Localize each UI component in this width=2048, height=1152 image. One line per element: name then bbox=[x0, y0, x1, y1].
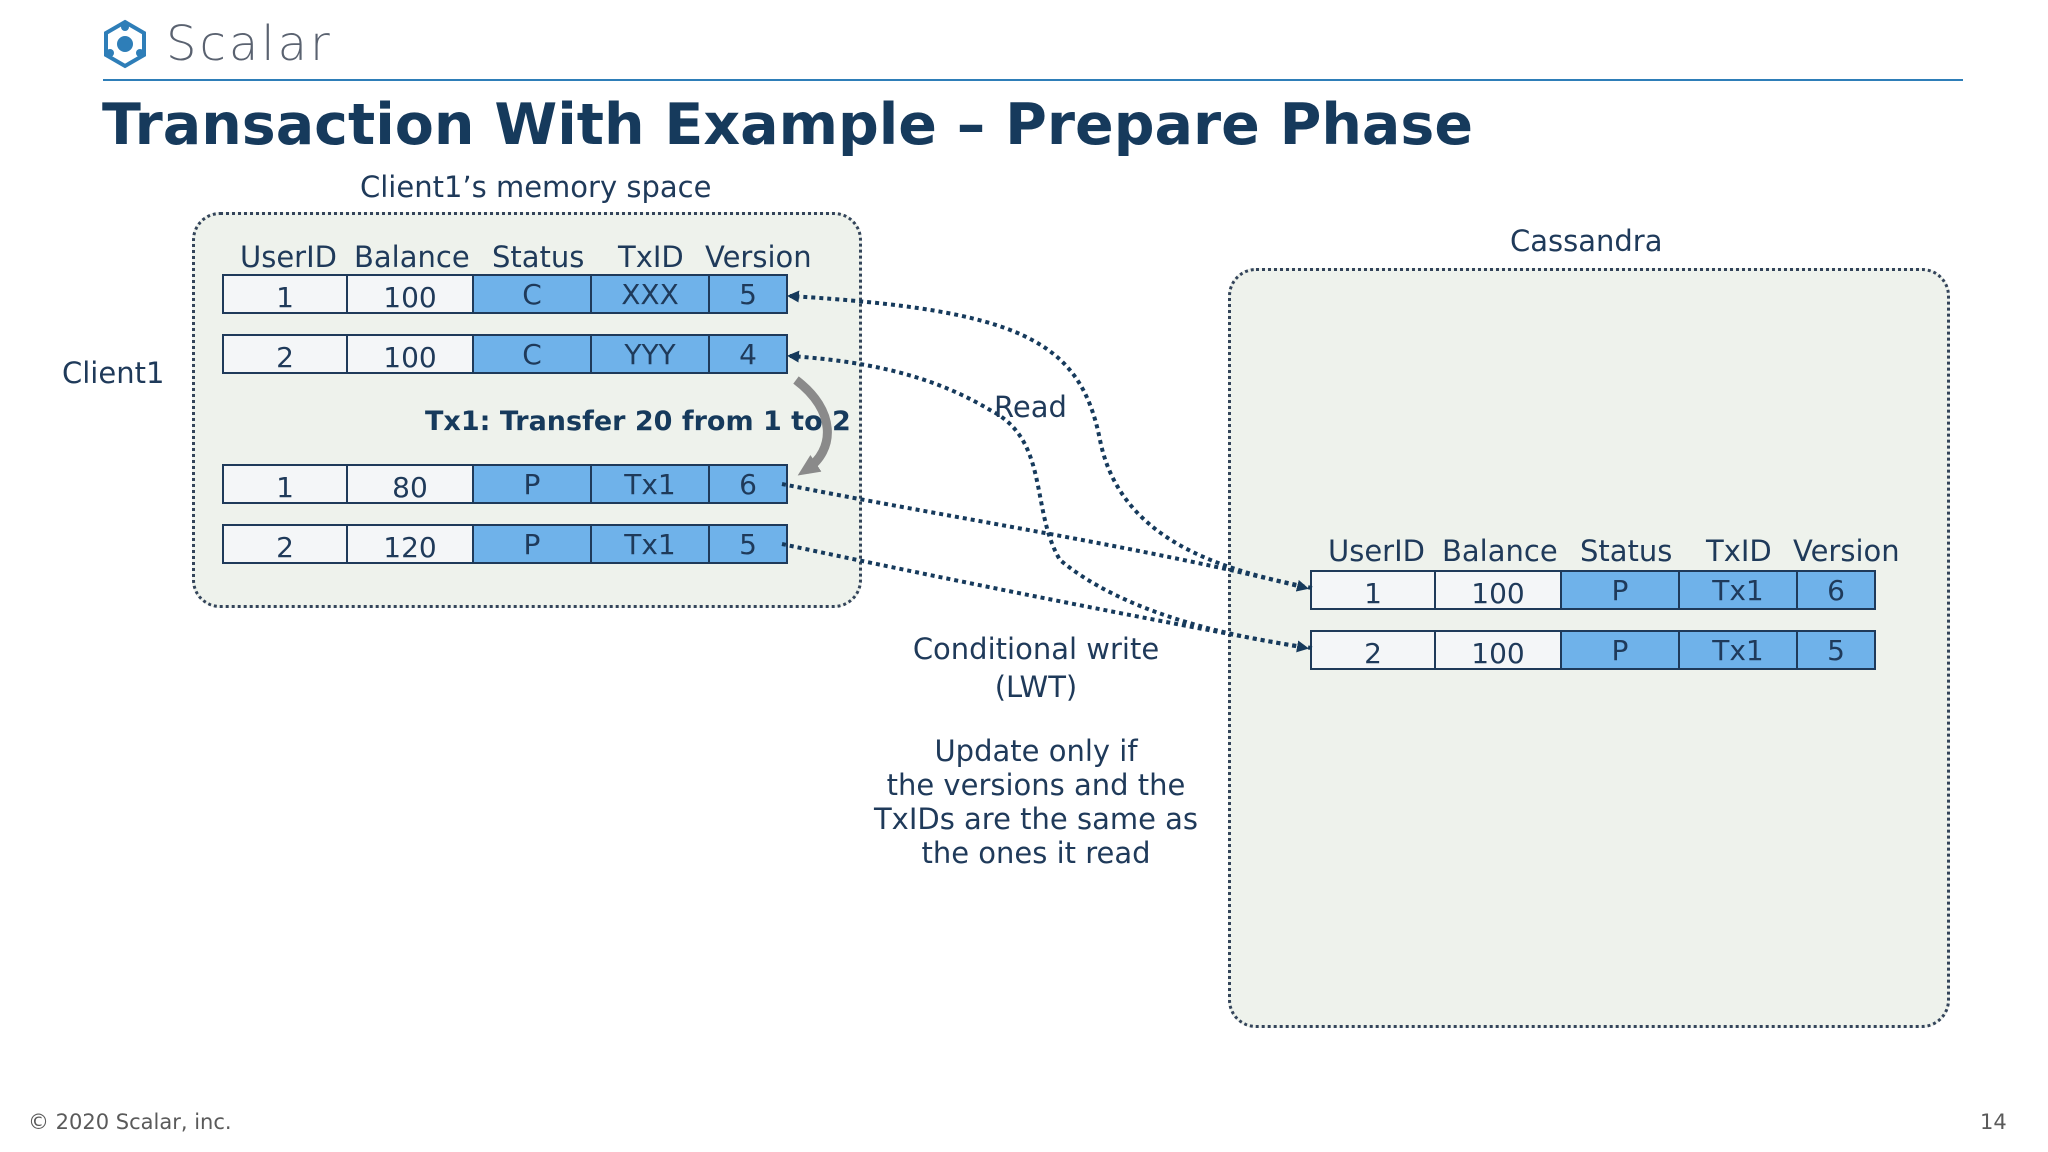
cell-userid: 2 bbox=[222, 334, 348, 374]
update-note-line: the ones it read bbox=[921, 836, 1151, 870]
transform-arrow bbox=[793, 376, 832, 476]
cassandra-label: Cassandra bbox=[1510, 224, 1663, 258]
cell-status: P bbox=[472, 464, 592, 504]
title-divider bbox=[103, 79, 1963, 81]
scalar-logo: Scalar bbox=[100, 14, 333, 74]
client-before-row-2: 2 100 C YYY 4 bbox=[222, 334, 788, 374]
lwt-line: (LWT) bbox=[994, 670, 1078, 704]
transaction-label: Tx1: Transfer 20 from 1 to 2 bbox=[425, 406, 851, 437]
client-before-row-1: 1 100 C XXX 5 bbox=[222, 274, 788, 314]
scalar-logo-icon bbox=[104, 19, 146, 69]
update-condition-note: Update only if the versions and the TxID… bbox=[856, 734, 1216, 870]
cell-balance: 80 bbox=[346, 464, 474, 504]
column-header: TxID bbox=[618, 240, 684, 274]
cell-txid: XXX bbox=[590, 274, 710, 314]
cell-version: 6 bbox=[708, 464, 788, 504]
cassandra-row-1: 1 100 P Tx1 6 bbox=[1310, 570, 1876, 610]
cell-userid: 2 bbox=[222, 524, 348, 564]
write-arrow-row-1 bbox=[781, 482, 1309, 592]
client-after-row-2: 2 120 P Tx1 5 bbox=[222, 524, 788, 564]
logo-text: Scalar bbox=[166, 16, 333, 72]
cell-userid: 1 bbox=[1310, 570, 1436, 610]
column-header: UserID bbox=[240, 240, 337, 274]
conditional-write-line: Conditional write bbox=[912, 632, 1160, 666]
cell-status: P bbox=[472, 524, 592, 564]
page-number: 14 bbox=[1980, 1110, 2007, 1134]
update-note-line: the versions and the bbox=[886, 768, 1186, 802]
cell-txid: Tx1 bbox=[590, 464, 710, 504]
column-header: Version bbox=[705, 240, 812, 274]
cell-version: 5 bbox=[708, 274, 788, 314]
column-header: TxID bbox=[1706, 534, 1772, 568]
cell-version: 5 bbox=[708, 524, 788, 564]
cell-version: 5 bbox=[1796, 630, 1876, 670]
column-header: UserID bbox=[1328, 534, 1425, 568]
write-arrow-row-2 bbox=[781, 542, 1309, 653]
read-label: Read bbox=[994, 390, 1067, 424]
cell-balance: 100 bbox=[346, 274, 474, 314]
cell-txid: Tx1 bbox=[1678, 630, 1798, 670]
client-side-label: Client1 bbox=[62, 356, 165, 390]
read-arrow-row-1 bbox=[787, 290, 1313, 590]
footer-copyright: © 2020 Scalar, inc. bbox=[28, 1110, 232, 1134]
column-header: Status bbox=[1580, 534, 1673, 568]
cell-status: P bbox=[1560, 630, 1680, 670]
cell-userid: 1 bbox=[222, 274, 348, 314]
column-header: Balance bbox=[1442, 534, 1558, 568]
cell-txid: Tx1 bbox=[1678, 570, 1798, 610]
read-arrow-row-2 bbox=[787, 350, 1313, 650]
conditional-write-label: Conditional write (LWT) bbox=[876, 632, 1196, 704]
cell-balance: 120 bbox=[346, 524, 474, 564]
memory-space-label: Client1’s memory space bbox=[360, 170, 712, 204]
column-header: Status bbox=[492, 240, 585, 274]
cell-userid: 2 bbox=[1310, 630, 1436, 670]
client-after-row-1: 1 80 P Tx1 6 bbox=[222, 464, 788, 504]
cell-version: 6 bbox=[1796, 570, 1876, 610]
cell-balance: 100 bbox=[1434, 630, 1562, 670]
cassandra-row-2: 2 100 P Tx1 5 bbox=[1310, 630, 1876, 670]
column-header: Version bbox=[1793, 534, 1900, 568]
cell-version: 4 bbox=[708, 334, 788, 374]
update-note-line: TxIDs are the same as bbox=[873, 802, 1199, 836]
cell-balance: 100 bbox=[346, 334, 474, 374]
page-title: Transaction With Example – Prepare Phase bbox=[102, 92, 1473, 158]
update-note-line: Update only if bbox=[934, 734, 1138, 768]
column-header: Balance bbox=[354, 240, 470, 274]
cell-userid: 1 bbox=[222, 464, 348, 504]
cell-status: P bbox=[1560, 570, 1680, 610]
